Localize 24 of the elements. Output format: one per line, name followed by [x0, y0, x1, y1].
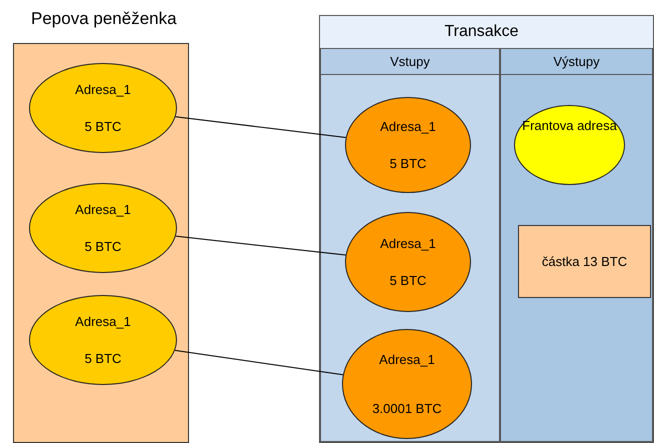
panel-header: Transakce	[320, 16, 653, 48]
connector-line	[175, 116, 346, 138]
address-label: Adresa_1	[75, 82, 131, 97]
connector-line	[175, 236, 346, 256]
address-label: 5 BTC	[84, 351, 122, 366]
transaction-panel	[319, 15, 654, 443]
address-label: 3.0001 BTC	[372, 401, 442, 416]
address-label: Adresa_1	[379, 352, 435, 367]
amount-box	[518, 225, 651, 298]
address-label: 5 BTC	[84, 119, 122, 134]
address-label: Frantova adresa	[522, 118, 617, 133]
address-label: 5 BTC	[84, 239, 122, 254]
address-label: Adresa_1	[75, 314, 131, 329]
amount-label: částka 13 BTC	[542, 254, 628, 269]
address-label: 5 BTC	[390, 273, 426, 288]
column-panel	[320, 48, 500, 442]
column-panel	[500, 48, 653, 442]
address-label: Adresa_1	[380, 119, 436, 134]
column-header: Vstupy	[321, 49, 499, 75]
panel-title: Pepova peněženka	[31, 9, 177, 29]
address-label: Adresa_1	[380, 236, 436, 251]
address-label: Adresa_1	[75, 202, 131, 217]
connector-line	[174, 350, 344, 376]
address-label: 5 BTC	[390, 156, 426, 171]
